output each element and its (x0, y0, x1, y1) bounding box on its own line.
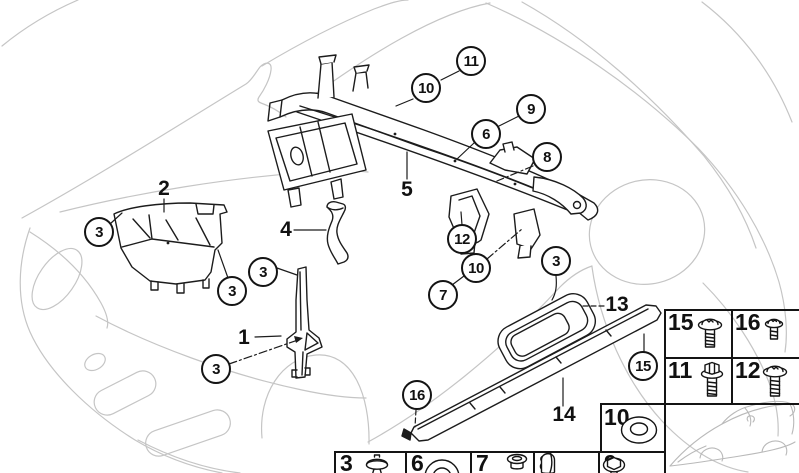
callout-11[interactable]: 11 (456, 46, 486, 76)
part-13-gasket (497, 293, 597, 370)
legend-grid-line (731, 309, 733, 405)
legend-grid-line (664, 309, 666, 473)
part-label-1[interactable]: 1 (238, 326, 250, 349)
part-label-4[interactable]: 4 (280, 218, 292, 241)
callout-7[interactable]: 7 (428, 280, 458, 310)
grommet-washer-icon (620, 416, 658, 444)
legend-cell-label-12[interactable]: 12 (735, 357, 761, 383)
callout-10[interactable]: 10 (411, 73, 441, 103)
legend-grid-line (600, 403, 799, 405)
legend-cell-label-3[interactable]: 3 (340, 450, 353, 473)
callout-3[interactable]: 3 (201, 354, 231, 384)
part-label-14[interactable]: 14 (552, 403, 576, 426)
legend-grid-line (405, 451, 407, 473)
dome-rivet-icon (365, 454, 389, 473)
small-grommet-icon (506, 453, 528, 470)
legend-cell-label-10[interactable]: 10 (604, 404, 630, 430)
leader-lines (109, 70, 645, 428)
callout-3[interactable]: 3 (541, 246, 571, 276)
legend-cell-label-6[interactable]: 6 (411, 450, 424, 473)
legend-grid-line (600, 403, 602, 453)
callout-12[interactable]: 12 (447, 224, 477, 254)
legend-cell-label-11[interactable]: 11 (668, 357, 693, 383)
callout-6[interactable]: 6 (471, 119, 501, 149)
torx-screw-icon (764, 318, 784, 340)
hex-flange-bolt-icon (700, 361, 724, 397)
part-2-wheelhouse-cover (113, 202, 228, 294)
part-label-5[interactable]: 5 (401, 178, 413, 201)
callout-3[interactable]: 3 (84, 217, 114, 247)
legend-car-thumbnail (669, 400, 796, 467)
legend-grid-line (470, 451, 472, 473)
callout-3[interactable]: 3 (248, 257, 278, 287)
legend-cell-label-15[interactable]: 15 (668, 309, 694, 335)
legend-grid-line (334, 451, 336, 473)
callout-8[interactable]: 8 (532, 142, 562, 172)
callout-16[interactable]: 16 (402, 380, 432, 410)
flange-bolt-short-icon (697, 318, 723, 348)
legend-grid-line (598, 451, 600, 473)
legend-cell-label-16[interactable]: 16 (735, 309, 761, 335)
part-4-hose (326, 201, 349, 265)
callout-15[interactable]: 15 (628, 351, 658, 381)
large-grommet-icon (424, 459, 460, 473)
callout-10[interactable]: 10 (461, 253, 491, 283)
part-1-support-bracket (286, 266, 323, 379)
legend-cell-label-7[interactable]: 7 (476, 450, 489, 473)
part-14-sill-strip (401, 304, 662, 442)
callout-3[interactable]: 3 (217, 276, 247, 306)
legend-grid-line (533, 451, 535, 473)
oval-plug-icon (540, 452, 556, 473)
part-label-2[interactable]: 2 (158, 177, 170, 200)
hex-screw-head-icon (602, 456, 626, 473)
flange-bolt-long-icon (762, 365, 788, 397)
legend-grid-line (334, 451, 666, 453)
part-label-13[interactable]: 13 (605, 293, 629, 316)
callout-9[interactable]: 9 (516, 94, 546, 124)
